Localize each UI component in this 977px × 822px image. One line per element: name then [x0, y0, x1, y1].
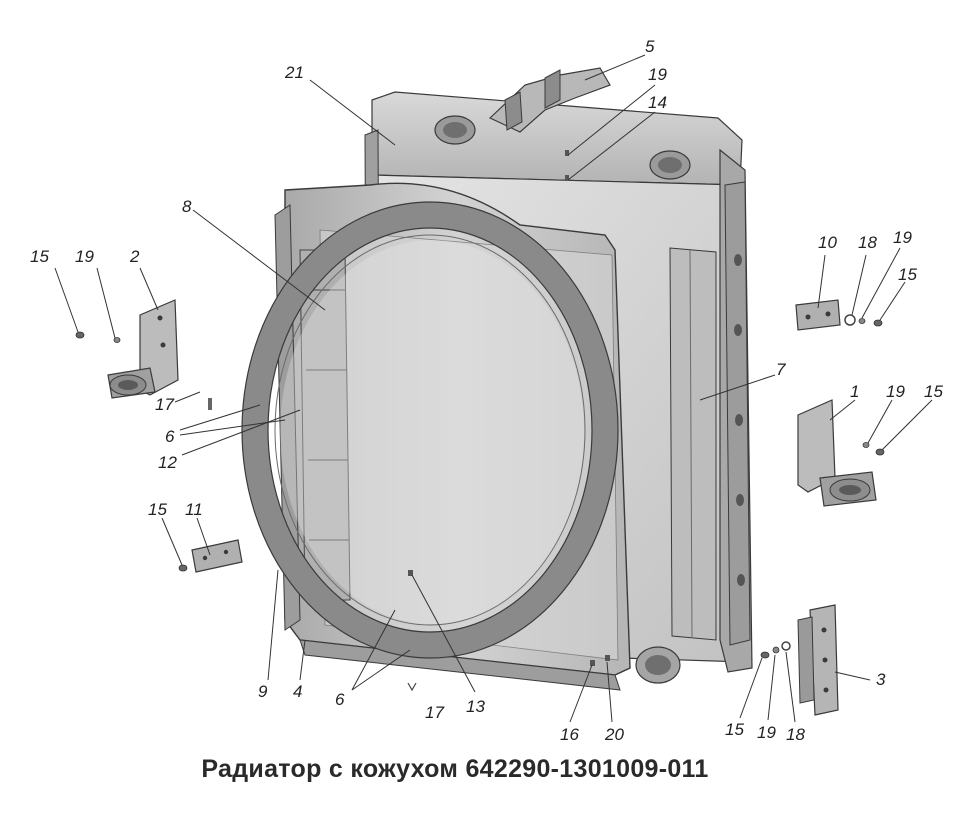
bracket-2	[75, 299, 179, 399]
callout-4: 4	[293, 682, 302, 701]
callout-14: 14	[648, 93, 667, 112]
callout-6-bottom: 6	[335, 690, 345, 709]
plate-11	[178, 539, 243, 573]
callout-10: 10	[818, 233, 837, 252]
small-fasteners	[208, 150, 610, 692]
callout-8: 8	[182, 197, 192, 216]
callout-labels: 21 5 19 14 8 15 19 2 10 18 19 15 7 17 6 …	[30, 37, 943, 744]
callout-15-left: 15	[30, 247, 49, 266]
callout-19-right: 19	[893, 228, 912, 247]
callout-19-mid: 19	[886, 382, 905, 401]
callout-13: 13	[466, 697, 485, 716]
callout-20: 20	[604, 725, 624, 744]
callout-19-bottom: 19	[757, 723, 776, 742]
callout-6-left: 6	[165, 427, 175, 446]
bracket-1	[797, 399, 885, 507]
callout-18-right: 18	[858, 233, 877, 252]
bracket-3	[760, 604, 839, 716]
callout-18-bottom: 18	[786, 725, 805, 744]
callout-19-top: 19	[648, 65, 667, 84]
callout-21: 21	[284, 63, 304, 82]
callout-7: 7	[776, 360, 786, 379]
fan-shroud	[274, 182, 631, 691]
callout-11: 11	[185, 500, 203, 519]
plate-10	[795, 299, 883, 331]
callout-17-bottom: 17	[425, 703, 444, 722]
callout-3: 3	[876, 670, 886, 689]
leader-lines	[54, 54, 933, 723]
callout-17-left: 17	[155, 395, 174, 414]
callout-9: 9	[258, 682, 268, 701]
callout-5: 5	[645, 37, 655, 56]
callout-15-lower-left: 15	[148, 500, 167, 519]
fan-ring	[241, 201, 619, 659]
callout-19-left: 19	[75, 247, 94, 266]
callout-15-right: 15	[898, 265, 917, 284]
callout-16: 16	[560, 725, 579, 744]
callout-15-bottom: 15	[725, 720, 744, 739]
callout-2: 2	[129, 247, 140, 266]
callout-12: 12	[158, 453, 177, 472]
diagram-caption: Радиатор с кожухом 642290-1301009-011	[201, 755, 709, 783]
callout-15-mid: 15	[924, 382, 943, 401]
callout-1: 1	[850, 382, 859, 401]
